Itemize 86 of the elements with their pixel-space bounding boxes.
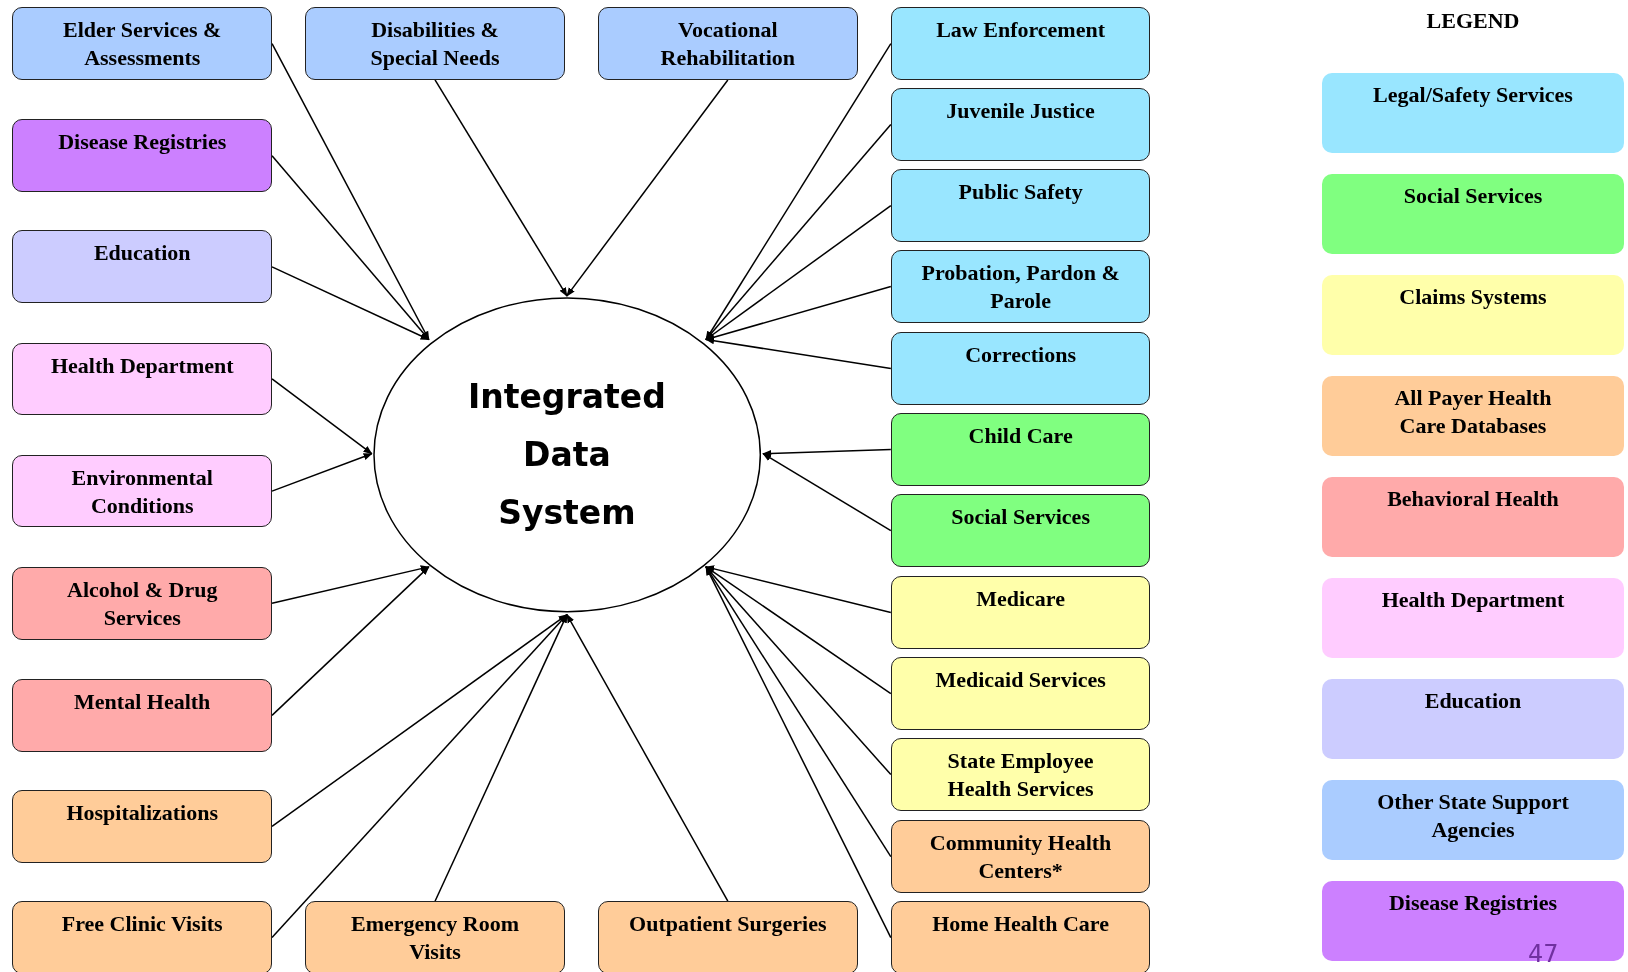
arrow: [566, 79, 729, 297]
page-number: 47: [1528, 940, 1559, 968]
box-label: Mental Health: [74, 688, 211, 716]
source-box: [890, 7, 1151, 80]
source-box: [12, 119, 272, 193]
source-box: [890, 820, 1151, 893]
box-label: Outpatient Surgeries: [629, 910, 827, 939]
hub-label: Integrated Data System: [466, 375, 667, 534]
box-label: State Employee Health Services: [946, 747, 1095, 804]
box-label: Education: [93, 239, 191, 268]
box-label: Child Care: [968, 422, 1073, 451]
source-box: [12, 679, 272, 752]
arrow: [566, 613, 729, 902]
legend-label: Education: [1424, 686, 1522, 715]
arrow: [271, 613, 568, 939]
arrow: [271, 565, 430, 604]
source-box: [890, 657, 1151, 730]
arrow: [705, 565, 892, 614]
arrow: [705, 566, 892, 858]
hub-ellipse: [372, 296, 762, 613]
arrow: [271, 452, 373, 492]
arrow: [271, 42, 430, 341]
box-label: Health Department: [50, 351, 234, 380]
source-box: [890, 738, 1151, 811]
box-label: Free Clinic Visits: [61, 910, 223, 939]
source-box: [12, 566, 272, 640]
source-box: [305, 901, 565, 972]
legend-label: Behavioral Health: [1387, 484, 1559, 513]
legend-label: Other State Support Agencies: [1376, 787, 1570, 844]
box-label: Emergency Room Visits: [350, 910, 521, 967]
legend-label: Claims Systems: [1399, 282, 1547, 311]
box-label: Hospitalizations: [66, 799, 218, 828]
arrow: [705, 566, 892, 939]
arrow: [762, 448, 892, 458]
arrow: [434, 613, 568, 902]
box-label: Corrections: [965, 341, 1076, 370]
arrow: [705, 123, 892, 341]
legend-label: All Payer Health Care Databases: [1393, 383, 1553, 440]
box-label: Medicare: [976, 585, 1065, 614]
box-label: Vocational Rehabilitation: [659, 16, 797, 73]
source-box: [890, 169, 1151, 242]
arrow: [705, 204, 892, 341]
box-label: Medicaid Services: [935, 666, 1106, 695]
arrow: [434, 79, 568, 297]
box-label: Disease Registries: [58, 128, 227, 157]
arrow: [705, 566, 892, 695]
source-box: [12, 230, 272, 304]
source-box: [890, 901, 1151, 972]
box-label: Disabilities & Special Needs: [369, 16, 501, 73]
source-box: [890, 413, 1151, 486]
arrow: [271, 566, 430, 717]
arrow: [705, 566, 892, 776]
source-box: [12, 342, 272, 416]
box-label: Juvenile Justice: [946, 97, 1095, 126]
arrow: [271, 266, 430, 341]
source-box: [598, 901, 858, 972]
box-label: Law Enforcement: [936, 16, 1106, 45]
source-box: [12, 454, 272, 528]
box-label: Alcohol & Drug Services: [66, 575, 219, 632]
source-box: [12, 790, 272, 863]
box-label: Environmental Conditions: [70, 463, 214, 520]
box-label: Probation, Pardon & Parole: [920, 259, 1121, 316]
source-box: [890, 88, 1151, 161]
legend-label: Health Department: [1381, 585, 1565, 614]
legend-label: Legal/Safety Services: [1373, 80, 1573, 109]
legend-label: Disease Registries: [1389, 888, 1557, 917]
arrow: [762, 452, 892, 532]
source-box: [890, 494, 1151, 567]
arrow: [705, 337, 892, 370]
box-label: Community Health Centers*: [928, 829, 1113, 886]
legend-title: LEGEND: [1425, 8, 1521, 34]
box-label: Public Safety: [958, 178, 1083, 207]
source-box: [890, 576, 1151, 649]
arrow: [705, 285, 892, 341]
box-label: Social Services: [951, 503, 1090, 532]
box-label: Home Health Care: [932, 910, 1109, 939]
legend-label: Social Services: [1403, 181, 1543, 210]
source-box: [890, 250, 1151, 323]
arrow: [271, 378, 373, 455]
source-box: [12, 7, 272, 80]
source-box: [12, 901, 272, 972]
source-box: [598, 7, 858, 80]
box-label: Elder Services & Assessments: [62, 16, 223, 73]
source-box: [890, 332, 1151, 405]
arrow: [271, 155, 430, 341]
source-box: [305, 7, 565, 80]
